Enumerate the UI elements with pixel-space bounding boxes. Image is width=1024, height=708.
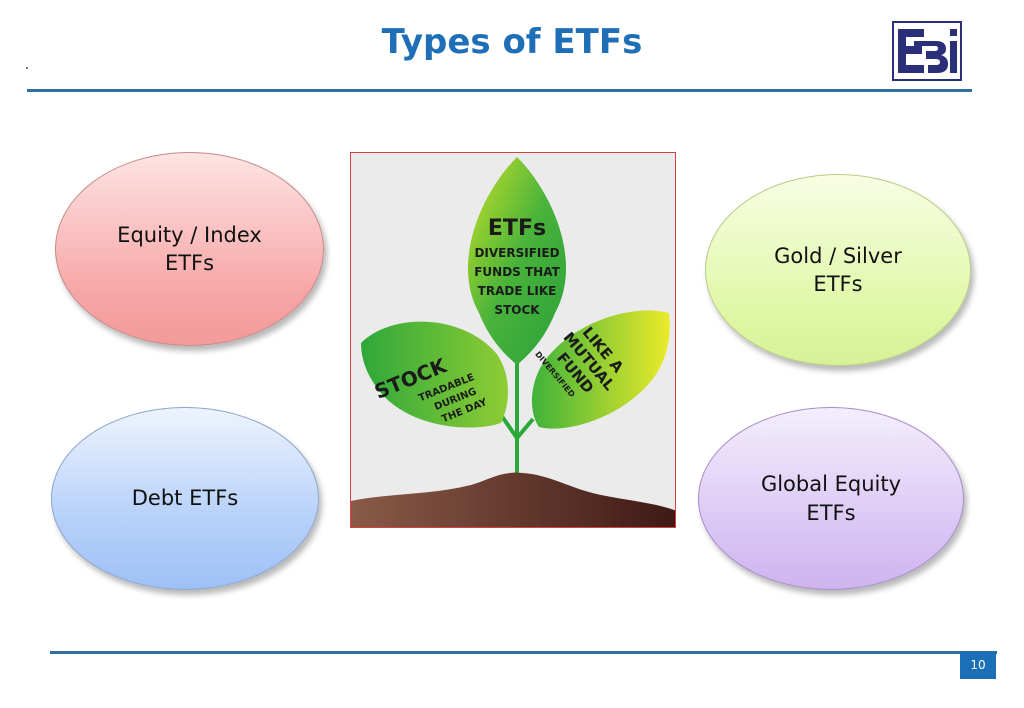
center-leaf-heading: ETFs <box>488 216 546 241</box>
oval-label-line2: ETFs <box>164 251 215 275</box>
debt-etfs-oval: Debt ETFs <box>51 407 319 590</box>
page-number-badge: 10 <box>960 652 996 679</box>
etf-plant-illustration: ETFs DIVERSIFIED FUNDS THAT TRADE LIKE S… <box>350 152 676 528</box>
sebi-logo <box>892 21 962 81</box>
oval-label-line1: Equity / Index <box>117 222 262 247</box>
center-leaf-line: TRADE LIKE <box>478 284 557 298</box>
center-leaf-line: STOCK <box>494 303 540 317</box>
header-rule <box>27 89 972 92</box>
oval-label-line1: Gold / Silver <box>774 243 902 268</box>
oval-label-line1: Global Equity <box>760 472 902 497</box>
decorative-dot <box>26 67 28 69</box>
oval-label-line2: ETFs <box>806 500 856 525</box>
center-leaf-line: DIVERSIFIED <box>474 246 559 260</box>
center-leaf-line: FUNDS THAT <box>474 265 560 279</box>
footer-rule <box>50 651 997 654</box>
oval-label-line1: Debt ETFs <box>131 486 239 511</box>
slide-title: Types of ETFs <box>381 22 643 62</box>
oval-label-line2: ETFs <box>813 272 863 296</box>
